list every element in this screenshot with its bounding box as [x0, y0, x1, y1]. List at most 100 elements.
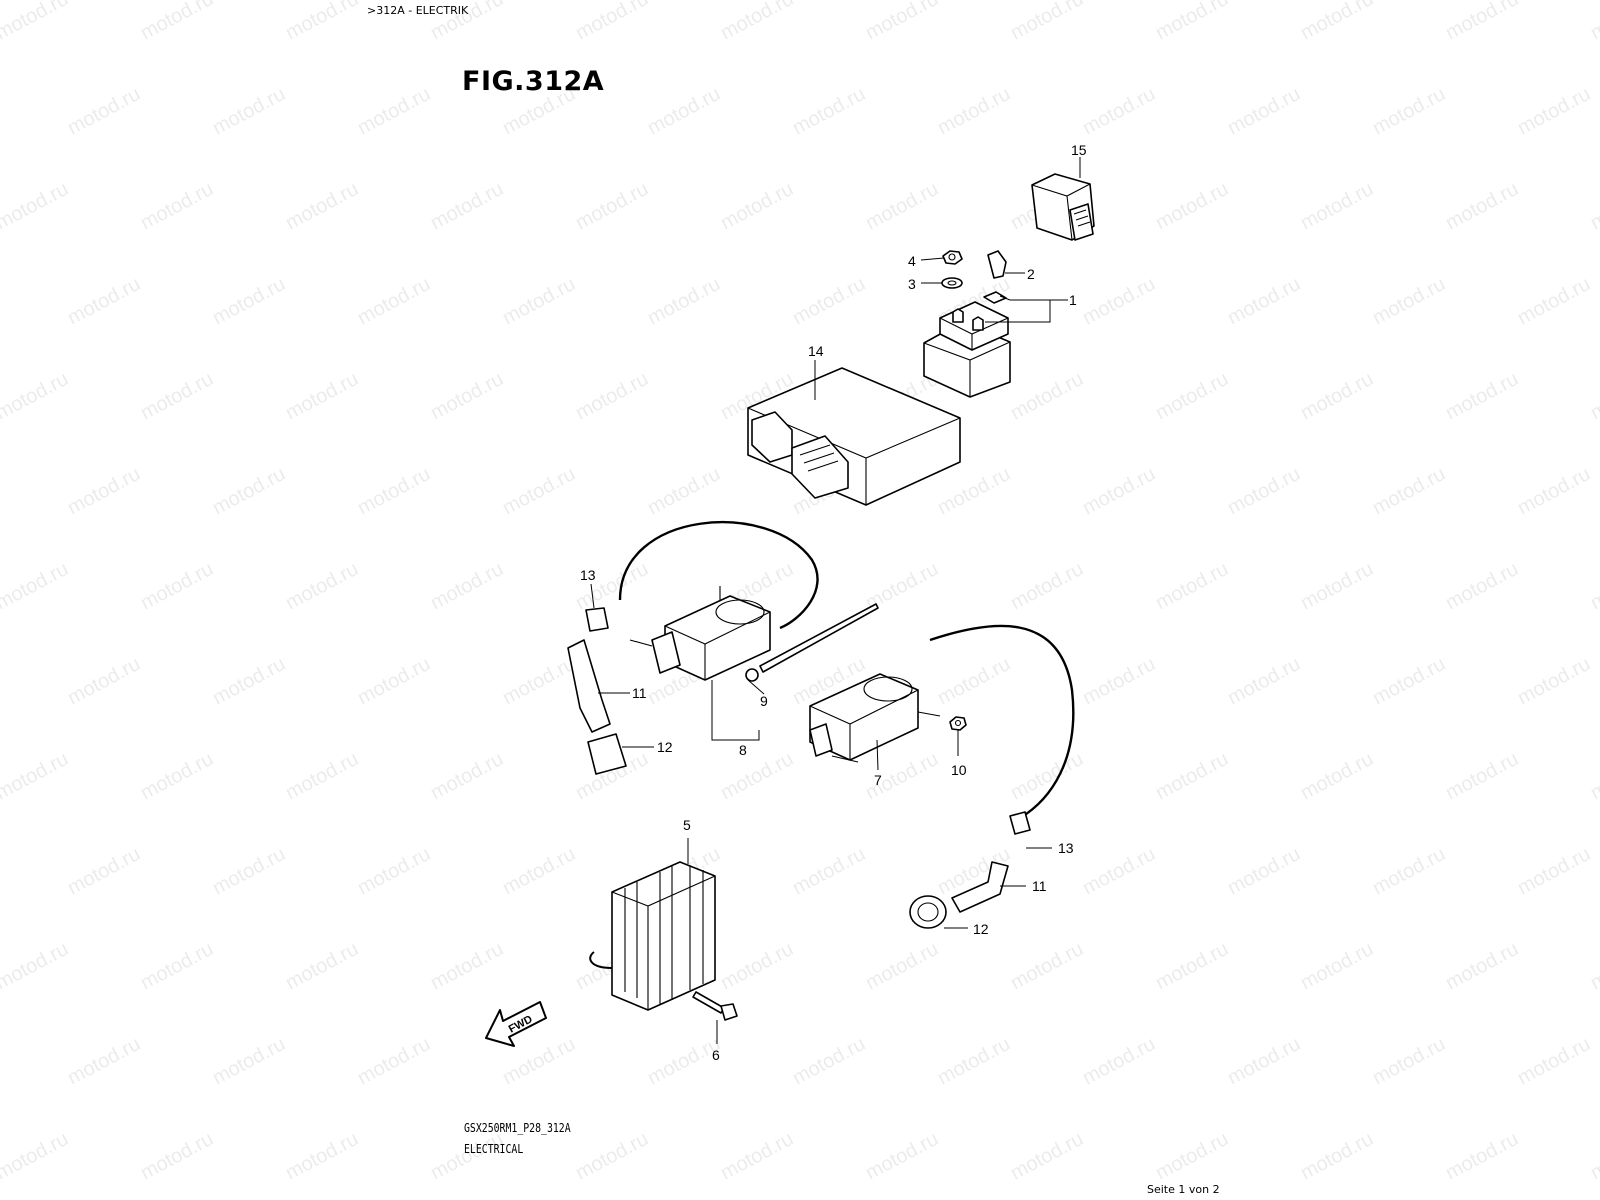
part-8-ignition-coil[interactable] — [629, 586, 771, 681]
watermark-text: motod.ru — [209, 1033, 289, 1089]
part-7-ignition-coil[interactable] — [809, 673, 941, 763]
watermark-text: motod.ru — [934, 83, 1014, 139]
watermark-text: motod.ru — [1587, 178, 1600, 234]
callout-12-upper: 12 — [657, 739, 673, 755]
watermark-text: motod.ru — [1514, 273, 1594, 329]
watermark-text: motod.ru — [1152, 178, 1232, 234]
watermark-text: motod.ru — [1587, 938, 1600, 994]
watermark-text: motod.ru — [499, 843, 579, 899]
watermark-text: motod.ru — [1442, 1128, 1522, 1184]
watermark-text: motod.ru — [282, 178, 362, 234]
watermark-text: motod.ru — [572, 178, 652, 234]
watermark-text: motod.ru — [282, 368, 362, 424]
watermark-text: motod.ru — [1442, 748, 1522, 804]
watermark-text: motod.ru — [572, 368, 652, 424]
watermark-text: motod.ru — [209, 273, 289, 329]
breadcrumb: >312A - ELECTRIK — [367, 4, 469, 17]
watermark-text: motod.ru — [1297, 0, 1377, 44]
part-9-cable-tie[interactable] — [745, 603, 879, 682]
watermark-text: motod.ru — [64, 1033, 144, 1089]
part-15-relay[interactable] — [1031, 173, 1095, 241]
watermark-text: motod.ru — [1514, 83, 1594, 139]
callout-3: 3 — [908, 276, 916, 292]
callout-11-upper: 11 — [632, 685, 647, 701]
part-4-nut[interactable] — [942, 250, 963, 265]
watermark-text: motod.ru — [1514, 843, 1594, 899]
model-code: GSX250RM1_P28_312A — [464, 1121, 571, 1135]
watermark-text: motod.ru — [427, 748, 507, 804]
watermark-text: motod.ru — [1587, 0, 1600, 44]
part-12-plug-boot[interactable] — [587, 733, 947, 929]
watermark-text: motod.ru — [0, 748, 72, 804]
watermark-text: motod.ru — [934, 653, 1014, 709]
watermark-text: motod.ru — [354, 1033, 434, 1089]
watermark-text: motod.ru — [1297, 368, 1377, 424]
watermark-text: motod.ru — [1514, 653, 1594, 709]
watermark-text: motod.ru — [1297, 178, 1377, 234]
watermark-text: motod.ru — [354, 463, 434, 519]
watermark-text: motod.ru — [137, 178, 217, 234]
callout-numbers: 15 4 3 2 1 14 13 11 12 9 8 7 10 13 11 12… — [580, 142, 1087, 1063]
watermark-text: motod.ru — [644, 273, 724, 329]
watermark-text: motod.ru — [1079, 463, 1159, 519]
watermark-text: motod.ru — [1079, 273, 1159, 329]
watermark-text: motod.ru — [1224, 273, 1304, 329]
watermark-text: motod.ru — [282, 748, 362, 804]
watermark-text: motod.ru — [934, 1033, 1014, 1089]
watermark-text: motod.ru — [1369, 273, 1449, 329]
callout-7: 7 — [874, 772, 882, 788]
watermark-text: motod.ru — [862, 178, 942, 234]
watermark-text: motod.ru — [354, 83, 434, 139]
part-10-nut[interactable] — [949, 716, 967, 731]
watermark-text: motod.ru — [1079, 653, 1159, 709]
watermark-text: motod.ru — [572, 1128, 652, 1184]
watermark-text: motod.ru — [1297, 1128, 1377, 1184]
watermark-text: motod.ru — [282, 1128, 362, 1184]
watermark-text: motod.ru — [354, 273, 434, 329]
watermark-text: motod.ru — [427, 1128, 507, 1184]
part-14-ecm[interactable] — [747, 367, 961, 506]
watermark-text: motod.ru — [1224, 843, 1304, 899]
watermark-text: motod.ru — [209, 653, 289, 709]
watermark-text: motod.ru — [789, 273, 869, 329]
watermark-text: motod.ru — [427, 0, 507, 44]
watermark-text: motod.ru — [1079, 83, 1159, 139]
callout-9: 9 — [760, 693, 768, 709]
watermark-text: motod.ru — [862, 938, 942, 994]
part-1-starter-relay[interactable] — [923, 291, 1011, 398]
part-13-seal[interactable] — [585, 607, 1031, 835]
watermark-text: motod.ru — [1152, 938, 1232, 994]
watermark-text: motod.ru — [1297, 748, 1377, 804]
watermark-text: motod.ru — [717, 748, 797, 804]
watermark-text: motod.ru — [1369, 463, 1449, 519]
watermark-text: motod.ru — [64, 653, 144, 709]
watermark-text: motod.ru — [1152, 1128, 1232, 1184]
watermark-text: motod.ru — [209, 83, 289, 139]
callout-14: 14 — [808, 343, 824, 359]
watermark-text: motod.ru — [1442, 368, 1522, 424]
callout-15: 15 — [1071, 142, 1087, 158]
part-6-bolt[interactable] — [692, 991, 738, 1021]
watermark-text: motod.ru — [1369, 843, 1449, 899]
watermark-text: motod.ru — [427, 368, 507, 424]
page-indicator: Seite 1 von 2 — [1147, 1183, 1220, 1196]
watermark-text: motod.ru — [427, 558, 507, 614]
watermark-text: motod.ru — [282, 0, 362, 44]
part-3-washer[interactable] — [941, 277, 963, 289]
part-2-fuse[interactable] — [987, 250, 1007, 279]
watermark-text: motod.ru — [1369, 653, 1449, 709]
watermark-text: motod.ru — [499, 463, 579, 519]
watermark-text: motod.ru — [137, 748, 217, 804]
watermark-text: motod.ru — [1152, 558, 1232, 614]
watermark-text: motod.ru — [862, 0, 942, 44]
watermark-text: motod.ru — [1152, 0, 1232, 44]
watermark-text: motod.ru — [64, 843, 144, 899]
part-5-regulator[interactable] — [589, 861, 716, 1011]
callout-12-lower: 12 — [973, 921, 989, 937]
part-11-plug-cap[interactable] — [567, 639, 1009, 913]
watermark-text: motod.ru — [1224, 1033, 1304, 1089]
callout-6: 6 — [712, 1047, 720, 1063]
watermark-text: motod.ru — [934, 463, 1014, 519]
callout-11-lower: 11 — [1032, 878, 1047, 894]
